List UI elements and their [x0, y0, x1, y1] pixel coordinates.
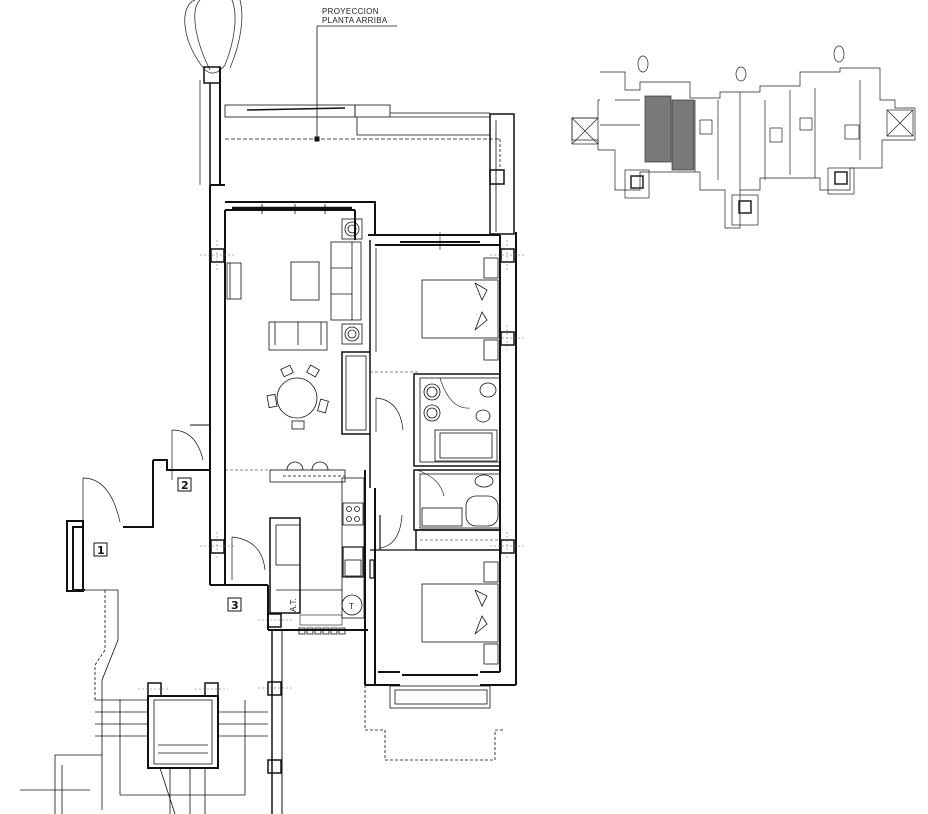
room-marker-3: 3 — [227, 597, 242, 612]
structural-columns — [147, 248, 515, 774]
highlighted-unit-b — [671, 99, 695, 171]
garden-path — [184, 0, 243, 185]
key-plan — [571, 45, 916, 229]
interior-walls — [225, 240, 501, 551]
annotation-line-1: PROYECCION — [322, 7, 379, 16]
exterior-walls — [209, 184, 517, 686]
room-marker-1: 1 — [93, 542, 108, 557]
window-bedroom-1 — [400, 232, 480, 250]
projection-annotation — [314, 25, 397, 142]
bathroom-2-fixtures — [416, 469, 499, 527]
annotation-line-2: PLANTA ARRIBA — [322, 16, 388, 25]
kitchen-at-label: A.T. — [289, 598, 298, 612]
bathroom-1-fixtures — [423, 377, 498, 462]
doors — [82, 397, 404, 580]
window-living — [232, 204, 352, 214]
kitchen — [269, 461, 375, 635]
svg-text:3: 3 — [231, 599, 239, 612]
water-heater-label: T — [349, 602, 354, 611]
bedroom-2-furniture — [364, 561, 505, 761]
room-marker-2: 2 — [177, 477, 192, 492]
column-axis-marks — [138, 240, 525, 690]
terrace — [203, 66, 515, 235]
svg-text:1: 1 — [97, 544, 105, 557]
bedroom-1-furniture — [421, 257, 499, 361]
entrance-hall — [66, 424, 210, 592]
highlighted-unit-a — [644, 95, 672, 163]
stair-lift — [54, 695, 268, 814]
svg-text:2: 2 — [181, 479, 189, 492]
living-furniture — [226, 218, 363, 430]
